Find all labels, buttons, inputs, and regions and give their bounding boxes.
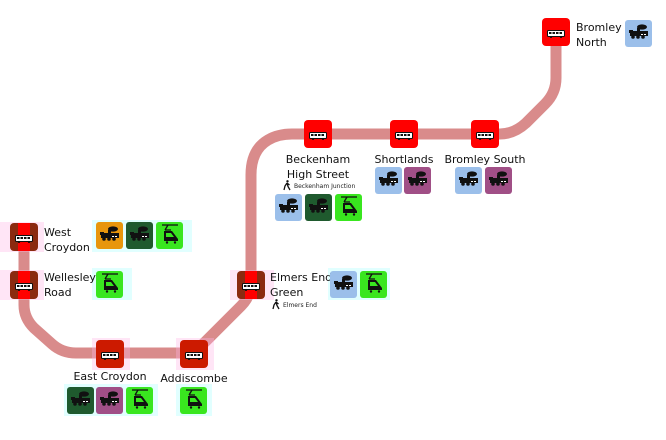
rail-service-beckenham-high-street[interactable] bbox=[275, 194, 302, 221]
steam-train-icon bbox=[70, 390, 92, 411]
tram-service-wellesley-road[interactable] bbox=[96, 271, 123, 298]
pedestrian-icon bbox=[272, 299, 283, 312]
pedestrian-icon bbox=[283, 180, 294, 193]
steam-train-icon bbox=[407, 170, 429, 191]
tram-service-west-croydon[interactable] bbox=[156, 222, 183, 249]
bus-icon bbox=[15, 228, 33, 247]
tram-icon bbox=[159, 223, 181, 248]
bus-icon bbox=[185, 345, 203, 364]
station-label-shortlands: Shortlands bbox=[374, 153, 434, 166]
walk-link-beckenham-junction[interactable]: Beckenham Junction bbox=[283, 180, 355, 193]
bus-icon bbox=[101, 345, 119, 364]
bus-stop-wellesley-road[interactable] bbox=[10, 271, 38, 299]
tram-service-east-croydon[interactable] bbox=[126, 387, 153, 414]
bus-stop-shortlands[interactable] bbox=[390, 120, 418, 148]
bus-stop-beckenham-high-street[interactable] bbox=[304, 120, 332, 148]
tram-icon bbox=[363, 272, 385, 297]
rail-service-bromley-north[interactable] bbox=[625, 20, 652, 47]
bus-stop-addiscombe[interactable] bbox=[180, 340, 208, 368]
bus-icon bbox=[15, 276, 33, 295]
rail-service-shortlands[interactable] bbox=[375, 167, 402, 194]
station-label-east-croydon: East Croydon bbox=[73, 370, 147, 383]
steam-train-icon bbox=[129, 225, 151, 246]
steam-train-icon bbox=[628, 23, 650, 44]
bus-stop-east-croydon[interactable] bbox=[96, 340, 124, 368]
bus-icon bbox=[242, 276, 260, 295]
steam-train-icon bbox=[458, 170, 480, 191]
walk-link-elmers-end[interactable]: Elmers End bbox=[272, 299, 317, 312]
rail-service-beckenham-high-street[interactable] bbox=[305, 194, 332, 221]
bus-icon bbox=[547, 23, 565, 42]
bus-icon bbox=[476, 125, 494, 144]
tram-service-beckenham-high-street[interactable] bbox=[335, 194, 362, 221]
tram-icon bbox=[183, 388, 205, 413]
rail-service-shortlands[interactable] bbox=[404, 167, 431, 194]
tram-icon bbox=[338, 195, 360, 220]
bus-stop-bromley-north[interactable] bbox=[542, 18, 570, 46]
rail-service-west-croydon[interactable] bbox=[126, 222, 153, 249]
steam-train-icon bbox=[99, 390, 121, 411]
steam-train-icon bbox=[333, 274, 355, 295]
steam-train-icon bbox=[308, 197, 330, 218]
steam-train-icon bbox=[99, 225, 121, 246]
rail-service-west-croydon[interactable] bbox=[96, 222, 123, 249]
steam-train-icon bbox=[378, 170, 400, 191]
rail-service-bromley-south[interactable] bbox=[485, 167, 512, 194]
bus-stop-west-croydon[interactable] bbox=[10, 223, 38, 251]
steam-train-icon bbox=[278, 197, 300, 218]
bus-stop-elmers-end-green[interactable] bbox=[237, 271, 265, 299]
station-label-addiscombe: Addiscombe bbox=[160, 372, 228, 385]
bus-icon bbox=[395, 125, 413, 144]
bus-stop-bromley-south[interactable] bbox=[471, 120, 499, 148]
tram-icon bbox=[99, 272, 121, 297]
rail-service-east-croydon[interactable] bbox=[96, 387, 123, 414]
bus-route-line bbox=[18, 32, 562, 359]
tram-icon bbox=[129, 388, 151, 413]
tram-service-addiscombe[interactable] bbox=[180, 387, 207, 414]
tram-service-elmers-end-green[interactable] bbox=[360, 271, 387, 298]
rail-service-east-croydon[interactable] bbox=[67, 387, 94, 414]
rail-service-elmers-end-green[interactable] bbox=[330, 271, 357, 298]
bus-icon bbox=[309, 125, 327, 144]
station-label-bromley-south: Bromley South bbox=[444, 153, 526, 166]
rail-service-bromley-south[interactable] bbox=[455, 167, 482, 194]
steam-train-icon bbox=[488, 170, 510, 191]
